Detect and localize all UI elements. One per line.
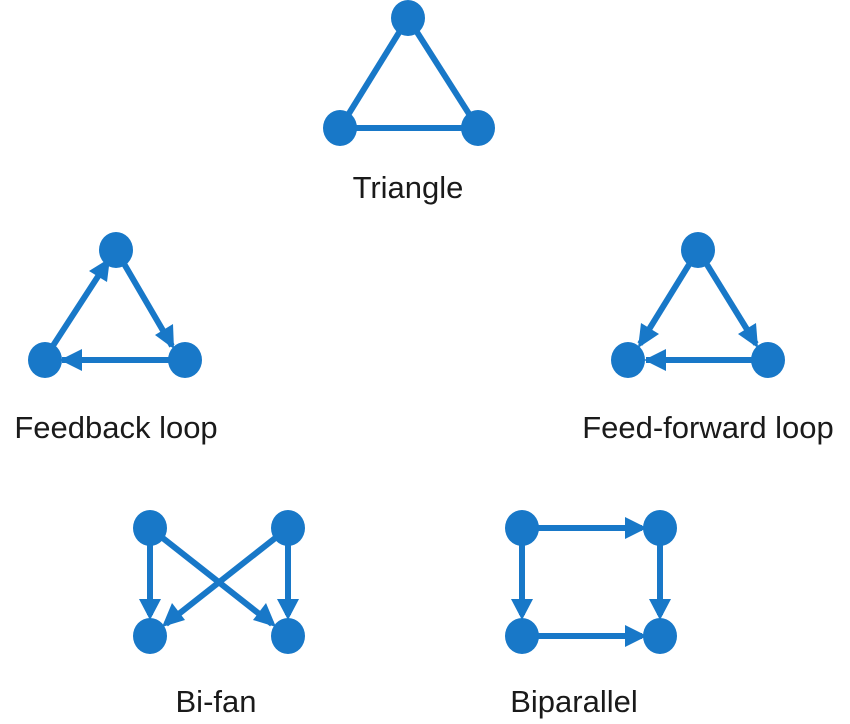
motif-label-feed-forward-loop: Feed-forward loop [582, 410, 834, 445]
node [643, 510, 677, 546]
bi-fan-motif: Bi-fan [133, 510, 305, 719]
arrowhead [162, 603, 185, 627]
edge [164, 525, 290, 627]
node [391, 0, 425, 36]
motif-label-biparallel: Biparallel [510, 684, 638, 719]
biparallel-motif: Biparallel [505, 510, 677, 719]
edge [113, 248, 175, 348]
feedback-loop-motif: Feedback loop [14, 232, 218, 445]
motif-label-bi-fan: Bi-fan [176, 684, 257, 719]
edge [695, 248, 759, 346]
arrowhead [638, 323, 659, 348]
node [611, 342, 645, 378]
edge [42, 259, 111, 360]
triangle-motif: Triangle [323, 0, 495, 205]
feed-forward-loop-motif: Feed-forward loop [582, 232, 834, 445]
arrowhead [511, 599, 533, 620]
node [505, 618, 539, 654]
node [133, 510, 167, 546]
arrowhead [644, 349, 666, 371]
node [133, 618, 167, 654]
motif-label-triangle: Triangle [353, 170, 464, 205]
node [271, 510, 305, 546]
arrowhead [277, 599, 299, 620]
arrowhead [738, 323, 758, 348]
motif-label-feedback-loop: Feedback loop [14, 410, 217, 445]
arrowhead [89, 258, 110, 282]
arrowhead [253, 603, 276, 627]
node [271, 618, 305, 654]
node [751, 342, 785, 378]
edge [405, 16, 481, 130]
arrowhead [625, 625, 647, 647]
edge [148, 525, 274, 627]
node [168, 342, 202, 378]
arrowhead [649, 599, 671, 620]
node [28, 342, 62, 378]
node [681, 232, 715, 268]
arrowhead [139, 599, 161, 620]
node [461, 110, 495, 146]
node [323, 110, 357, 146]
arrowhead [155, 324, 174, 349]
node [99, 232, 133, 268]
arrowhead [625, 517, 647, 539]
node [505, 510, 539, 546]
arrowhead [60, 349, 82, 371]
edge [337, 16, 411, 130]
node [643, 618, 677, 654]
